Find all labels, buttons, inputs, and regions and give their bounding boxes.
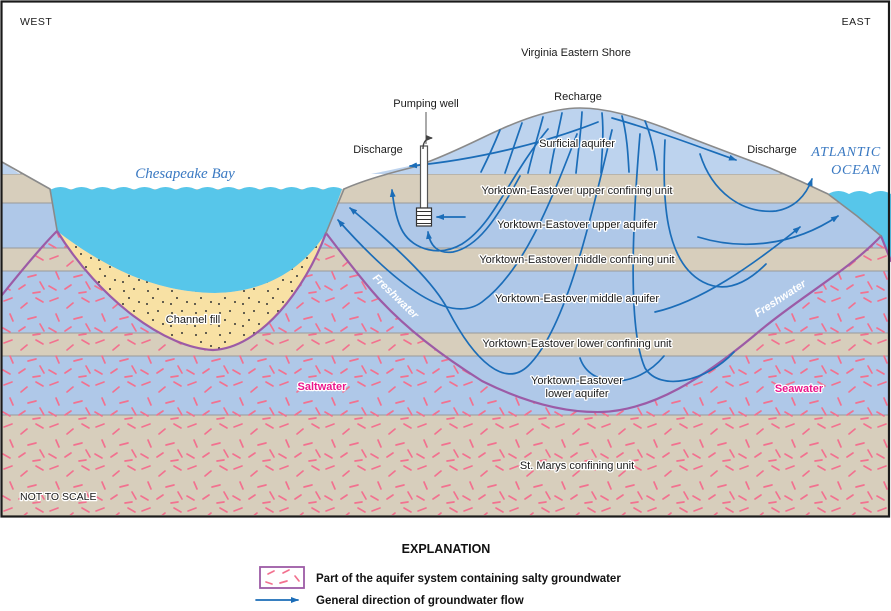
saltwater-label: Saltwater	[298, 381, 348, 393]
st-marys-label: St. Marys confining unit	[520, 460, 634, 472]
seawater-label: Seawater	[775, 383, 824, 395]
channel-fill-region	[57, 231, 326, 350]
flow-arrow-seafloor-east	[697, 215, 839, 246]
recharge-label: Recharge	[554, 91, 602, 103]
explanation-title: EXPLANATION	[402, 542, 491, 556]
atlantic-label-line1: ATLANTIC	[810, 145, 881, 160]
deep-flow-line	[579, 355, 665, 382]
legend-flow-label: General direction of groundwater flow	[316, 595, 524, 607]
legend-salty-swatch-dashes	[265, 569, 300, 585]
sky	[2, 2, 889, 194]
lower-aquifer-label-line1: Yorktown-Eastover	[531, 375, 623, 387]
groundwater-flow-lines	[337, 111, 839, 383]
well-casing	[419, 145, 429, 209]
flow-arrow-discharge-west	[409, 121, 599, 169]
pumping-well	[415, 112, 433, 227]
flow-arrow-deep-east	[654, 226, 801, 313]
not-to-scale-label: NOT TO SCALE	[20, 491, 96, 503]
deep-flow-line	[663, 139, 767, 288]
channel-fill-label: Channel fill	[166, 314, 220, 326]
chesapeake-bay-label: Chesapeake Bay	[135, 166, 235, 182]
flow-arrow-to-bay-deep	[349, 129, 613, 375]
salty-groundwater-region	[2, 231, 891, 515]
recharge-flow-line	[644, 120, 658, 171]
flow-arrow-into-well-bottom	[426, 175, 521, 254]
atlantic-label-line2: OCEAN	[831, 163, 881, 178]
discharge-east-label: Discharge	[747, 144, 797, 156]
upper-confining-label: Yorktown-Eastover upper confining unit	[482, 185, 673, 197]
recharge-flow-line	[600, 112, 604, 174]
atlantic-ocean-water	[828, 191, 891, 261]
compass-west-label: WEST	[20, 16, 52, 28]
legend-salty-swatch	[259, 566, 305, 589]
upper-aquifer-label: Yorktown-Eastover upper aquifer	[497, 219, 657, 231]
pumping-well-label: Pumping well	[393, 98, 458, 110]
middle-confining-label: Yorktown-Eastover middle confining unit	[479, 254, 674, 266]
land-surface-line-west	[1, 161, 58, 231]
recharge-flow-line	[575, 111, 583, 174]
flow-arrow-coast-east	[699, 153, 813, 213]
wellhead-spout-arrow	[422, 135, 433, 150]
surficial-aquifer-label: Surficial aquifer	[539, 138, 615, 150]
deep-flow-line	[632, 133, 735, 383]
region-title: Virginia Eastern Shore	[521, 47, 631, 59]
well-screen	[415, 207, 433, 227]
recharge-flow-line	[480, 129, 501, 173]
flow-arrow-discharge-east	[611, 117, 737, 161]
lower-aquifer-label-line2: lower aquifer	[546, 388, 609, 400]
legend-salty-label: Part of the aquifer system containing sa…	[316, 573, 621, 585]
middle-aquifer-label: Yorktown-Eastover middle aquifer	[495, 293, 659, 305]
flow-arrow-up-near-shore	[389, 128, 549, 252]
diagram-frame	[0, 0, 891, 518]
flow-arrow-to-bay	[337, 133, 578, 310]
well-screen-hatch	[417, 211, 431, 224]
chesapeake-bay-water	[50, 187, 344, 293]
bay-floor-slope-line	[325, 188, 345, 234]
explanation-legend: EXPLANATION Part of the aquifer system c…	[255, 542, 621, 607]
compass-east-label: EAST	[842, 16, 872, 28]
discharge-west-label: Discharge	[353, 144, 403, 156]
lower-confining-label: Yorktown-Eastover lower confining unit	[482, 338, 671, 350]
recharge-flow-line	[549, 112, 563, 174]
